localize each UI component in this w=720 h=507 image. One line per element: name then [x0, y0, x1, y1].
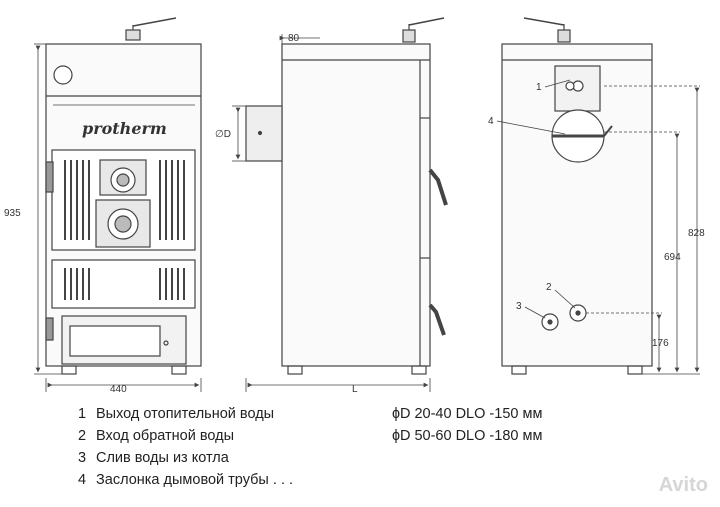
side-upper-door-handle: [428, 168, 448, 206]
brand-logo: protherm: [82, 119, 167, 138]
front-view: [45, 17, 202, 375]
front-gauge-circle: [53, 65, 73, 85]
rear-view: [496, 17, 653, 375]
front-louvres-upper: [64, 160, 185, 240]
dim-height: 935: [4, 208, 21, 219]
legend-item: 3 Слив воды из котла: [78, 450, 229, 466]
legend-number: 4: [78, 472, 87, 488]
legend-item: 2 Вход обратной воды: [78, 428, 234, 444]
marker-2: 2: [546, 282, 552, 293]
legend-number: 1: [78, 406, 87, 422]
marker-4: 4: [488, 116, 494, 127]
legend-text: Слив воды из котла: [96, 450, 229, 466]
front-louvres-lower: [64, 268, 185, 300]
side-body: [281, 43, 431, 367]
front-upper-hinge: [45, 161, 54, 193]
size-note: ɸD 20-40 DLO -150 мм: [392, 406, 543, 422]
dim-return-height: 694: [664, 252, 681, 263]
front-handle-base: [125, 29, 141, 41]
legend-number: 3: [78, 450, 87, 466]
front-foot-right: [171, 365, 187, 375]
front-dimensions: [34, 43, 202, 392]
side-handle-base: [402, 29, 416, 43]
legend-item: 1 Выход отопительной воды: [78, 406, 274, 422]
legend-text: Заслонка дымовой трубы . . .: [96, 472, 294, 488]
dim-depth: L: [352, 384, 358, 395]
marker-3: 3: [516, 301, 522, 312]
marker-1: 1: [536, 82, 542, 93]
dim-flue-diameter: ∅D: [215, 129, 231, 140]
front-handle-lever: [132, 17, 177, 27]
front-lower-panel: [51, 259, 196, 309]
dim-flue-offset: 80: [288, 33, 300, 44]
front-foot-left: [61, 365, 77, 375]
dim-drain-height: 176: [652, 338, 669, 349]
side-flue-pipe: [245, 105, 283, 162]
side-dimensions: [232, 34, 431, 392]
side-lower-door-handle: [428, 303, 446, 336]
legend-text: Вход обратной воды: [96, 428, 235, 444]
size-note: ɸD 50-60 DLO -180 мм: [392, 428, 543, 444]
legend-item: 4 Заслонка дымовой трубы . . .: [78, 472, 293, 488]
legend-text: Выход отопительной воды: [96, 406, 275, 422]
dim-flow-height: 828: [688, 228, 705, 239]
rear-dimensions: [586, 85, 700, 375]
front-lower-hinge: [45, 317, 54, 341]
dim-width: 440: [110, 384, 127, 395]
legend-number: 2: [78, 428, 87, 444]
watermark-logo: Avito: [658, 474, 708, 496]
side-view: [245, 17, 448, 375]
